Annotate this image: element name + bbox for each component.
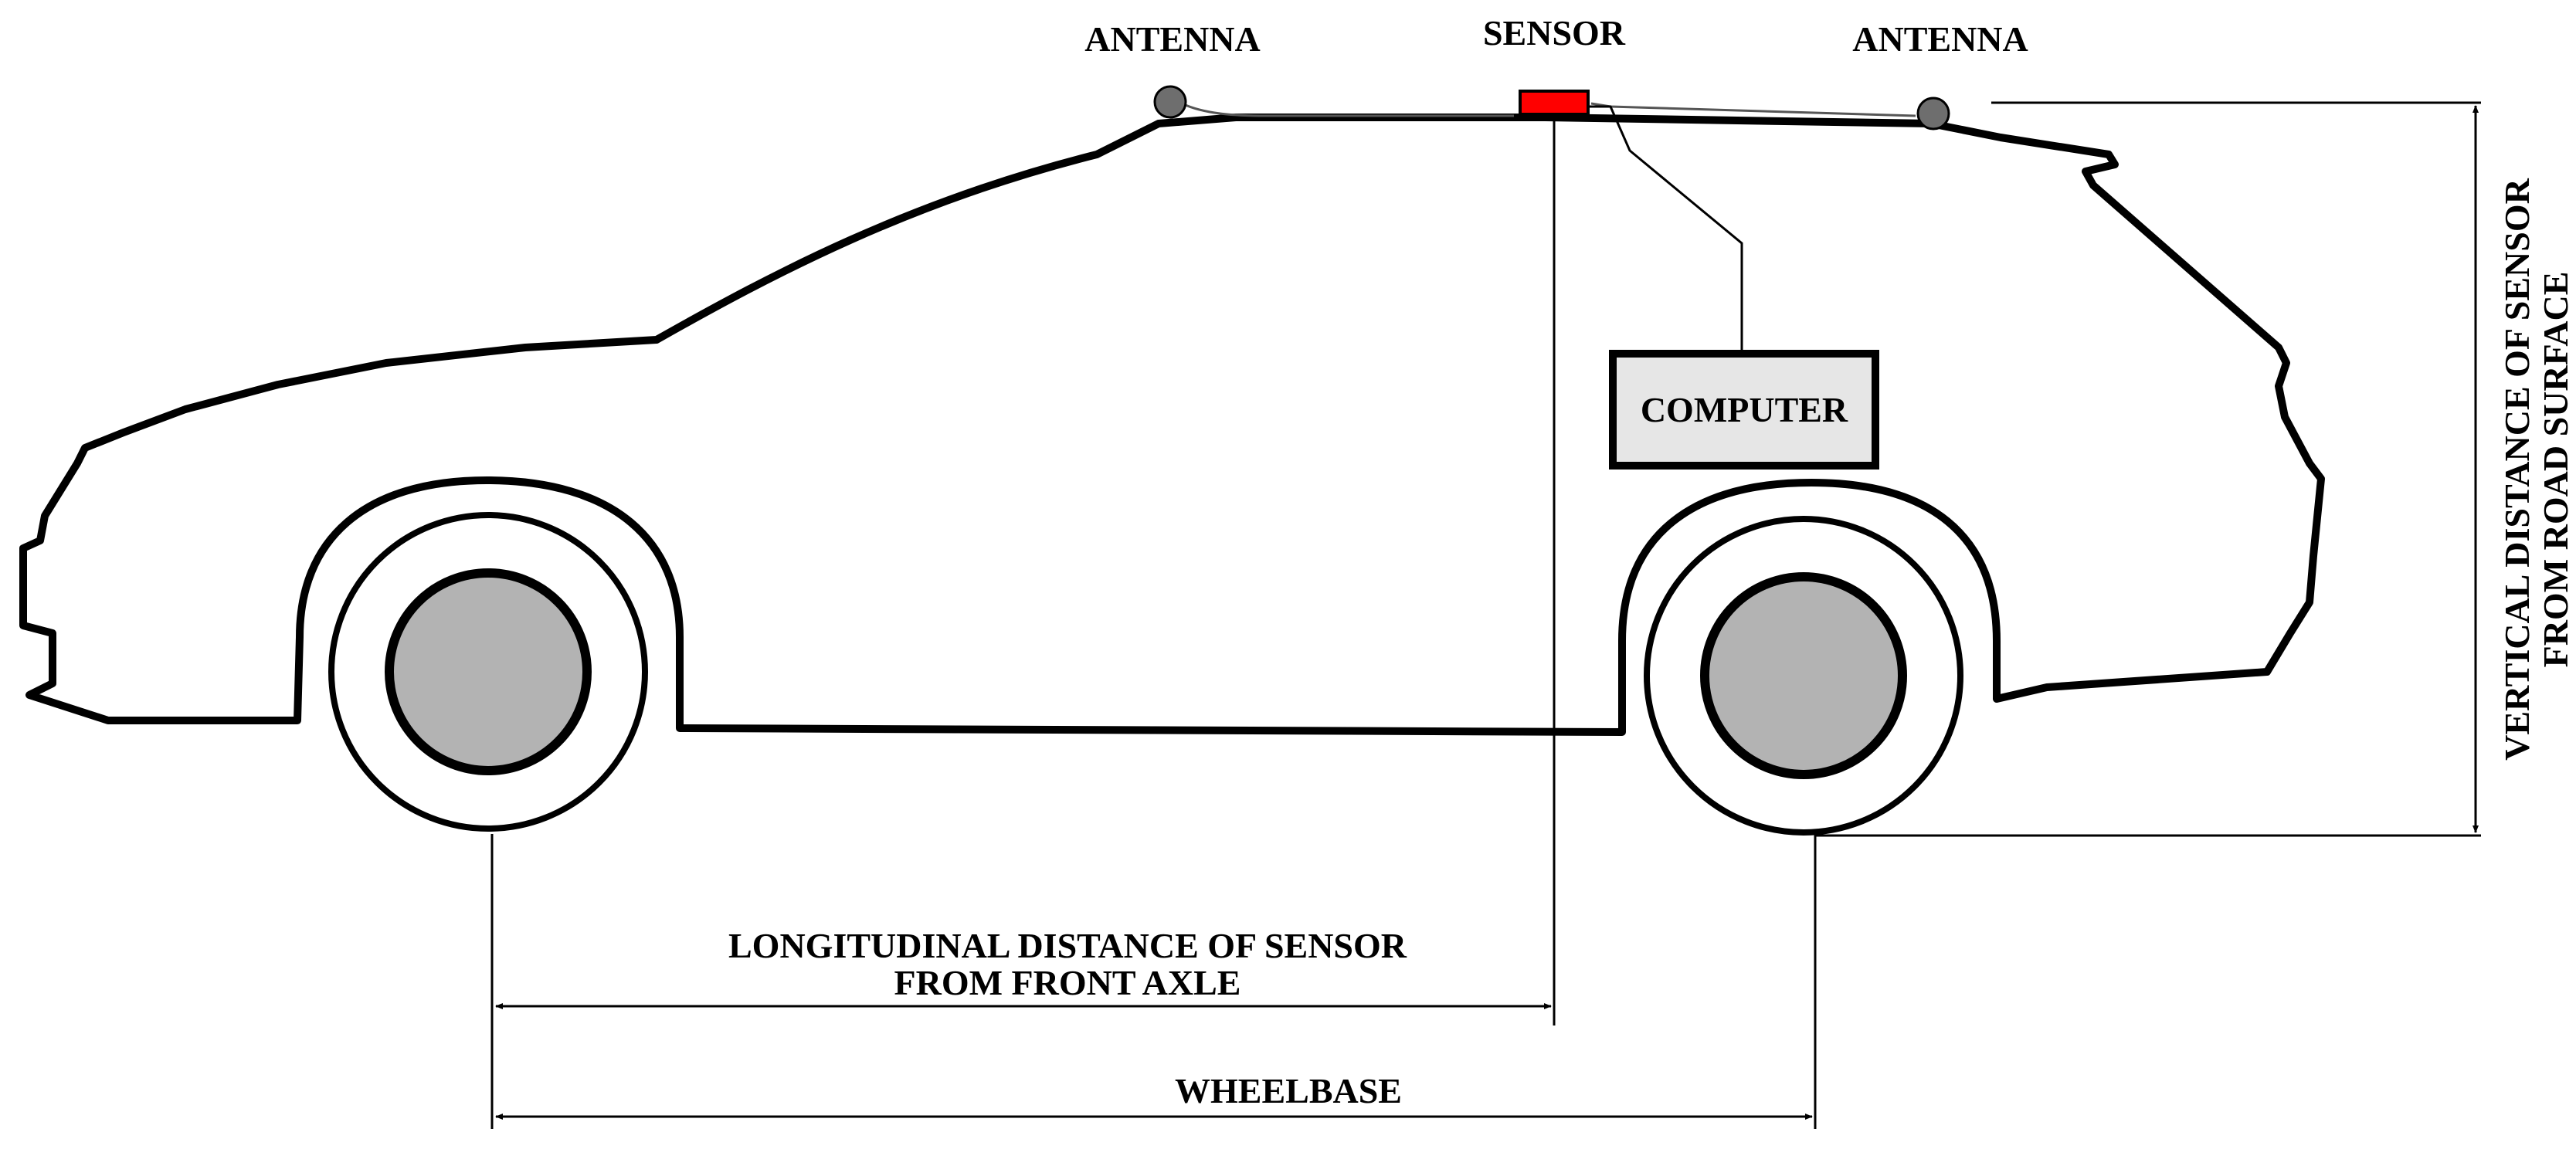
rear-hub	[1700, 572, 1907, 779]
sensor-icon	[1519, 90, 1590, 116]
rear-antenna-icon	[1916, 97, 1950, 131]
car-body-outline	[19, 114, 2325, 736]
front-antenna-label: ANTENNA	[1084, 19, 1260, 59]
longitudinal-label-line2: FROM FRONT AXLE	[894, 963, 1241, 1002]
computer-box	[1609, 350, 1879, 470]
rear-antenna-label: ANTENNA	[1852, 19, 2028, 59]
front-wheel	[328, 512, 648, 832]
vertical-label-line2: FROM ROAD SURFACE	[2536, 272, 2575, 668]
computer-label: COMPUTER	[1641, 390, 1848, 429]
vertical-label-group: VERTICAL DISTANCE OF SENSOR FROM ROAD SU…	[2497, 178, 2575, 761]
longitudinal-label-line1: LONGITUDINAL DISTANCE OF SENSOR	[728, 926, 1407, 965]
rear-wheel	[1644, 516, 1963, 836]
wheelbase-label: WHEELBASE	[1175, 1071, 1402, 1110]
vertical-label-line1: VERTICAL DISTANCE OF SENSOR	[2497, 178, 2537, 761]
front-antenna-cable	[1181, 102, 1514, 117]
sensor-computer-cable	[1588, 105, 1743, 354]
sensor-label: SENSOR	[1483, 13, 1626, 53]
rear-antenna-cable	[1590, 102, 1916, 117]
front-hub	[385, 568, 592, 775]
front-antenna-icon	[1153, 85, 1187, 119]
